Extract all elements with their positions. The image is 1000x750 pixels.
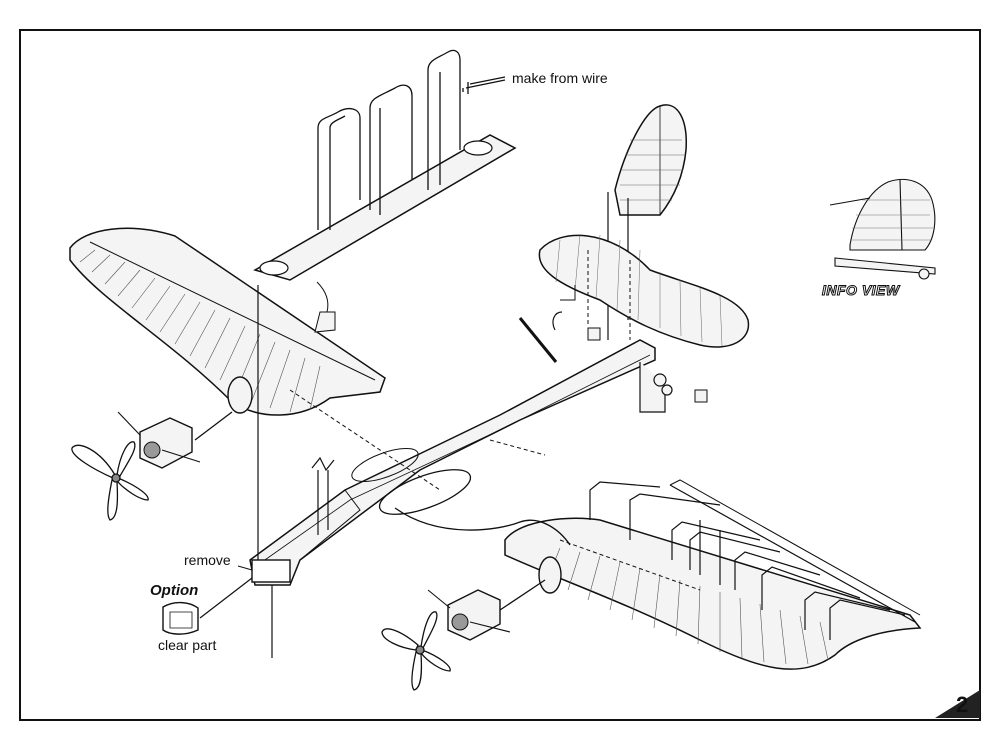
loose-rod xyxy=(518,317,558,363)
clear-part-inner xyxy=(169,611,193,629)
left-propeller xyxy=(71,441,149,521)
info-view-sketch xyxy=(829,178,936,280)
page-number: 2 xyxy=(956,692,969,717)
page-corner-mark xyxy=(935,690,980,718)
label-make-from-wire: make from wire xyxy=(512,70,608,86)
assembly-guides xyxy=(289,250,701,591)
cable xyxy=(394,507,571,546)
right-wing xyxy=(504,479,922,670)
upper-deck xyxy=(253,134,517,333)
left-engine xyxy=(117,411,233,469)
tailplane xyxy=(538,233,750,403)
fuselage xyxy=(249,339,656,586)
label-remove: remove xyxy=(184,552,231,568)
right-engine xyxy=(427,579,546,641)
label-info-view: INFO VIEW xyxy=(822,282,900,299)
tail-wheel xyxy=(639,362,673,413)
remove-arrow xyxy=(237,565,253,571)
right-wing-struts xyxy=(589,481,906,640)
wire-struts xyxy=(317,49,506,230)
right-propeller xyxy=(381,611,451,691)
page-border xyxy=(19,29,981,721)
clear-part-shape xyxy=(162,601,199,635)
left-wing xyxy=(69,227,386,416)
nose-parts xyxy=(199,456,335,658)
label-clear-part: clear part xyxy=(158,637,217,653)
vertical-fin xyxy=(607,104,687,340)
label-option: Option xyxy=(150,582,199,599)
